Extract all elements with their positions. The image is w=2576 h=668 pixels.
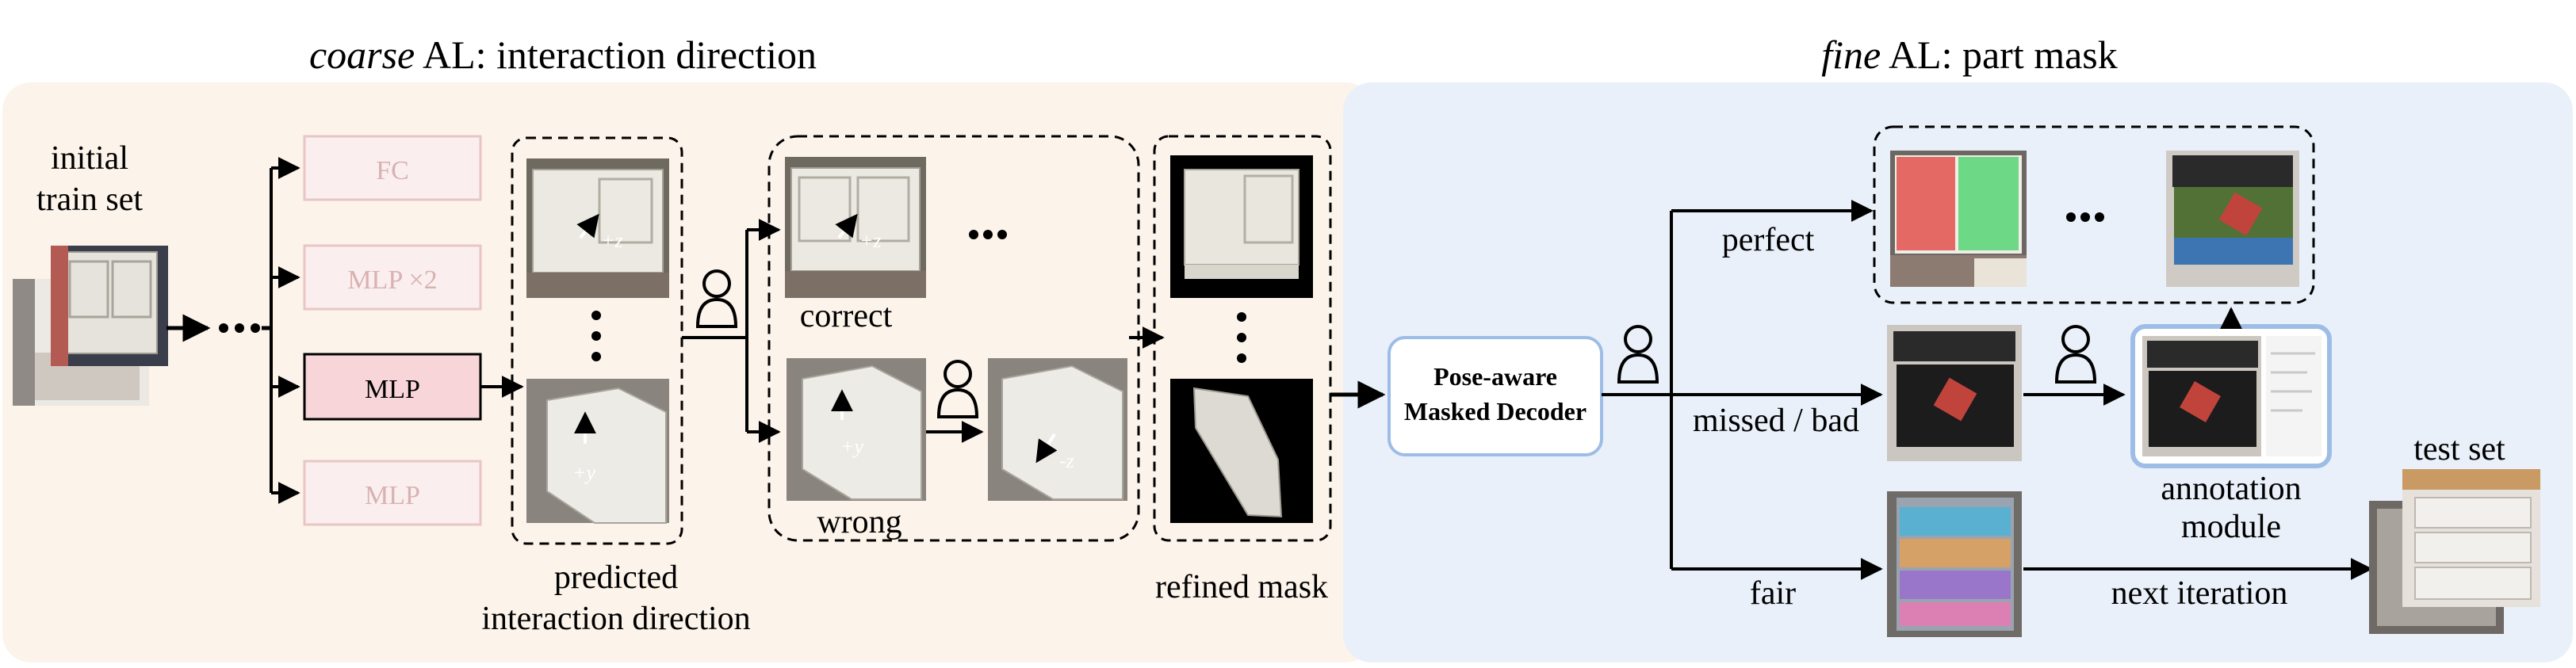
axis-label-pz-2: +z — [859, 229, 882, 252]
fine-branch-tree — [1602, 200, 1883, 580]
refined-mask-group — [1153, 135, 1332, 542]
predicted-cabinet-image: +z — [526, 158, 669, 298]
predicted-label-line2: interaction direction — [481, 601, 750, 637]
ellipsis-dots-initial — [219, 323, 260, 333]
predicted-label-line1: predicted — [554, 559, 678, 596]
predicted-drawer-image: +y — [526, 379, 669, 524]
fc-head-box — [303, 135, 482, 201]
ellipsis-dots-perfect — [2066, 212, 2104, 222]
perfect-mask-oven-image — [2166, 151, 2299, 287]
mlp-selected-head-box — [303, 353, 482, 421]
ellipsis-dots-correct — [969, 230, 1007, 239]
missed-bad-label: missed / bad — [1693, 403, 1859, 439]
initial-train-set-images — [13, 246, 168, 406]
initial-train-set-label-line1: initial — [51, 140, 128, 177]
predicted-direction-group — [511, 136, 683, 545]
correct-cabinet-image: +z — [785, 157, 926, 298]
human-annotator-icon-1 — [695, 269, 738, 328]
correct-wrong-branch — [682, 219, 781, 443]
pose-aware-masked-decoder-box — [1388, 336, 1603, 456]
next-iteration-label: next iteration — [2111, 575, 2288, 612]
missed-oven-image — [1887, 325, 2022, 461]
coarse-title: coarse AL: interaction direction — [309, 32, 817, 77]
fair-drawer-image — [1887, 491, 2022, 637]
mlp-selected-head-label: MLP — [365, 375, 420, 404]
test-set-label: test set — [2413, 431, 2505, 468]
mlp-faded-head-label: MLP — [365, 481, 420, 510]
fine-title: fine AL: part mask — [1821, 32, 2118, 77]
refined-mask-drawer — [1170, 379, 1313, 523]
human-annotator-icon-3 — [1617, 325, 1659, 384]
decoder-label-line1: Pose-aware — [1433, 362, 1557, 391]
vertical-ellipsis-refined — [1237, 312, 1246, 363]
annotation-module-label-line2: module — [2181, 509, 2281, 545]
mlp-faded-head-box — [303, 460, 482, 526]
axis-label-py-1: +y — [572, 461, 596, 484]
wrong-label: wrong — [817, 504, 901, 540]
initial-train-set-label-line2: train set — [36, 181, 143, 218]
axis-label-pz-1: +z — [601, 229, 623, 252]
annotation-module-label-line1: annotation — [2161, 471, 2301, 507]
fair-label: fair — [1750, 575, 1796, 612]
test-set-images — [2369, 469, 2540, 634]
annotation-module-screenshot — [2142, 336, 2321, 456]
mlp2-head-label: MLP ×2 — [347, 265, 437, 295]
wrong-drawer-image: +y — [787, 358, 926, 501]
fixed-drawer-image: -z — [988, 358, 1127, 501]
human-annotator-icon-2 — [936, 360, 979, 418]
human-annotator-icon-4 — [2054, 325, 2097, 384]
head-branch-tree — [270, 157, 300, 504]
fc-head-label: FC — [376, 156, 409, 185]
decoder-label-line2: Masked Decoder — [1404, 397, 1587, 426]
mlp2-head-box — [303, 244, 482, 311]
perfect-label: perfect — [1722, 222, 1815, 258]
axis-label-py-2: +y — [840, 435, 864, 458]
refined-mask-label: refined mask — [1155, 569, 1328, 605]
refined-mask-cabinet — [1170, 155, 1313, 298]
perfect-mask-cabinet-image — [1890, 151, 2027, 287]
correct-label: correct — [800, 298, 893, 334]
vertical-ellipsis-predicted — [591, 311, 601, 361]
perfect-results-group — [1873, 125, 2315, 304]
axis-label-mz: -z — [1059, 449, 1074, 472]
